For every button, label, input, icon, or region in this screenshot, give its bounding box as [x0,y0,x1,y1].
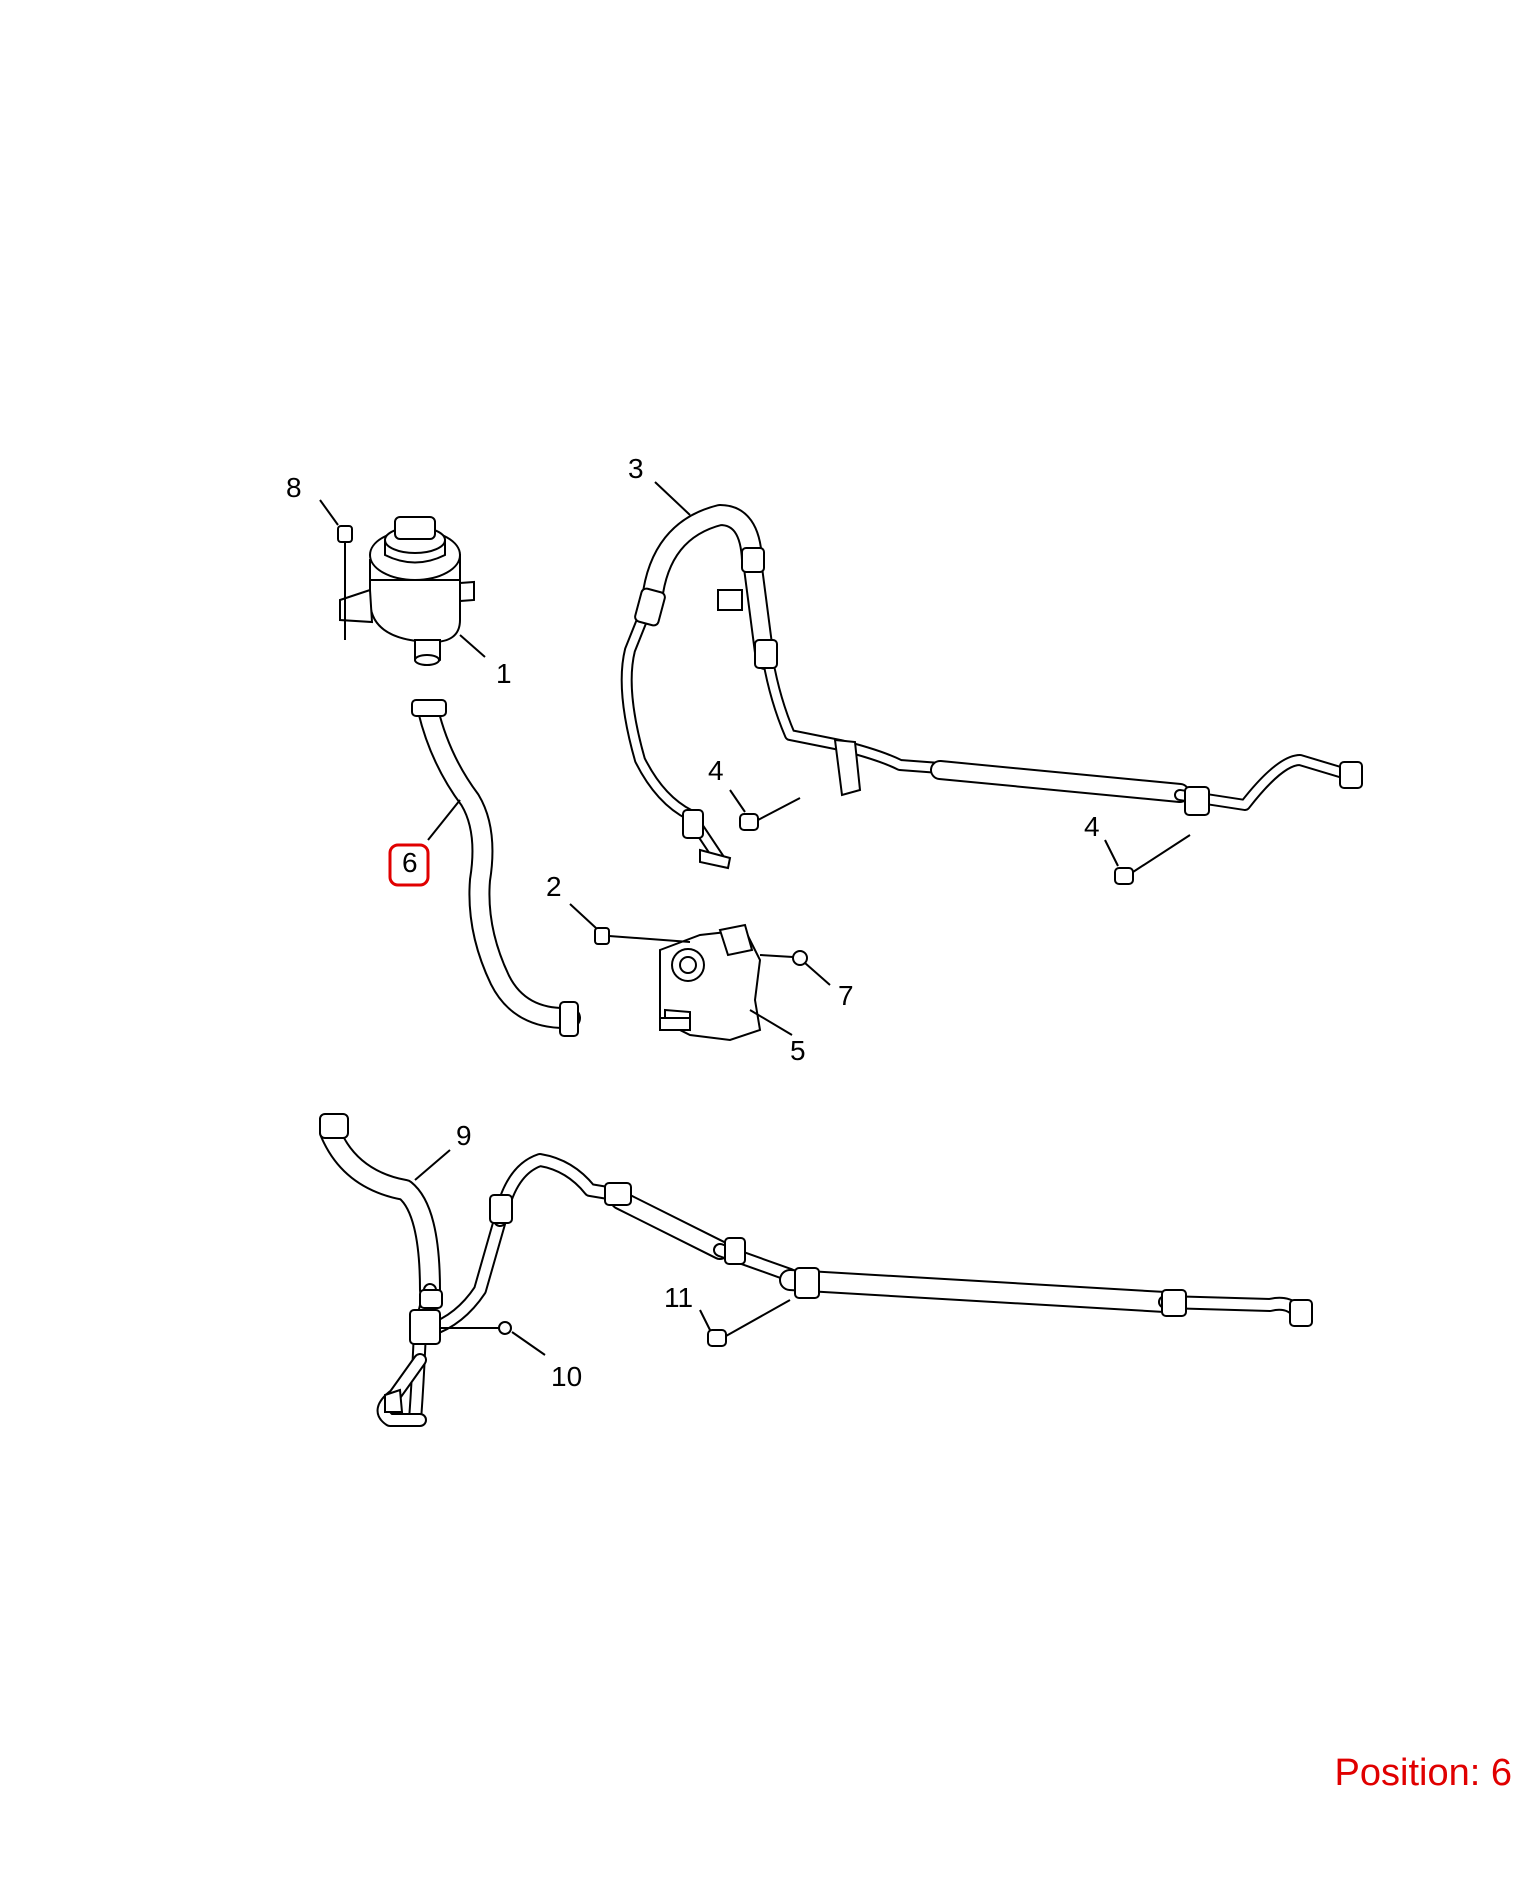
pump-bolt-part[interactable] [594,927,691,945]
bolt-part[interactable] [337,525,353,640]
reservoir-part[interactable] [339,516,475,666]
callout-3[interactable]: 3 [628,453,644,484]
selected-callout-highlight [388,843,430,887]
bolt-part[interactable] [1114,834,1191,885]
bolt-part[interactable] [739,797,801,831]
callout-labels: 8 1 3 4 4 6 2 7 5 9 11 10 [286,453,1100,1392]
callout-4b[interactable]: 4 [1084,811,1100,842]
callout-11[interactable]: 11 [664,1282,693,1313]
return-line-assembly-part[interactable] [319,1113,1313,1427]
return-hose-part[interactable] [411,699,581,1037]
clip-part[interactable] [440,1321,512,1335]
callout-7[interactable]: 7 [838,980,854,1011]
callout-9[interactable]: 9 [456,1120,472,1151]
callout-2[interactable]: 2 [546,871,562,902]
leader-lines [319,481,1119,1356]
callout-1[interactable]: 1 [496,658,512,689]
position-label: Position: 6 [1334,1752,1512,1794]
pump-fitting-part[interactable] [759,950,808,966]
callout-4a[interactable]: 4 [708,755,724,786]
callout-8[interactable]: 8 [286,472,302,503]
power-steering-pump-part[interactable] [659,923,762,1042]
bolt-part[interactable] [707,1299,791,1347]
callout-5[interactable]: 5 [790,1035,806,1066]
callout-10[interactable]: 10 [551,1361,582,1392]
pressure-hose-part[interactable] [620,504,1363,870]
callout-6[interactable]: 6 [402,847,418,878]
